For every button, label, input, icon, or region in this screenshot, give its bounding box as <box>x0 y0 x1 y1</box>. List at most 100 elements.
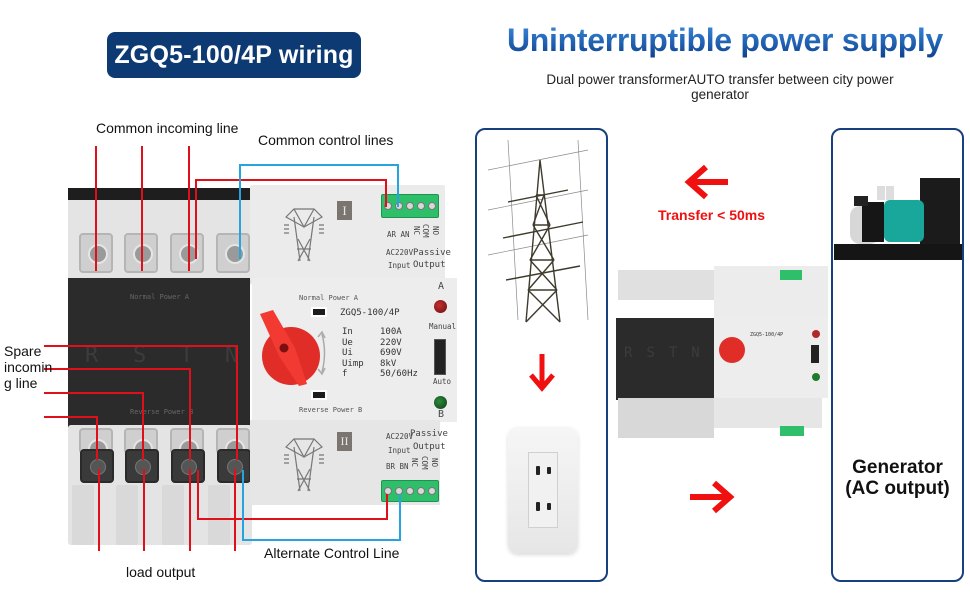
top-pin-no: NO <box>431 226 440 236</box>
terminal-screw <box>405 487 414 495</box>
bottom-output-label: Output <box>413 442 446 452</box>
bottom-screw-r <box>80 449 114 483</box>
breaker-cover <box>68 278 250 430</box>
wire-control-br <box>197 470 388 520</box>
rotate-arrow-icon <box>317 330 326 376</box>
window-b <box>311 390 327 400</box>
wire-control-bn <box>242 470 401 541</box>
wire-spare-1 <box>44 345 238 460</box>
mini-terminal-bottom <box>780 426 804 436</box>
terminal-screw <box>405 202 414 210</box>
generator-label: Generator (AC output) <box>835 457 960 499</box>
top-housing-shadow <box>68 188 252 200</box>
power-tower-icon <box>284 208 324 262</box>
led-a <box>434 300 447 313</box>
mode-auto-label: Auto <box>433 377 452 386</box>
top-passive: Passive <box>413 248 451 258</box>
window-a <box>311 307 327 317</box>
top-pin-com: COM <box>421 224 430 238</box>
top-input-label: Input <box>388 261 411 270</box>
wire-spare-4 <box>44 416 98 460</box>
bottom-passive: Passive <box>410 429 448 439</box>
mini-black-band <box>616 318 716 400</box>
title-badge: ZGQ5-100/4P wiring <box>107 32 361 78</box>
indicator-a-label: A <box>438 281 445 292</box>
mini-led-b <box>812 373 820 381</box>
terminal-screw <box>428 487 437 495</box>
phase-r: R <box>85 343 99 368</box>
bottom-pin-com: COM <box>420 456 429 470</box>
generator-label-line2: (AC output) <box>845 478 950 499</box>
normal-power-label: Normal Power A <box>130 293 190 301</box>
outlet-slot <box>536 502 540 511</box>
arrow-left-icon <box>684 164 728 200</box>
wire-spare-2 <box>44 368 191 460</box>
wire-control-an <box>239 164 399 259</box>
section-1-badge: I <box>337 201 352 220</box>
model-number: ZGQ5-100/4P <box>340 308 400 318</box>
mini-top-housing <box>618 270 714 300</box>
outlet-slot <box>536 466 540 475</box>
mini-top-module <box>714 266 828 316</box>
selector-handle[interactable] <box>255 308 315 393</box>
label-spare-incoming-line: Spare incomin g line <box>4 343 53 391</box>
mini-switch <box>811 345 819 363</box>
housing-leg <box>162 485 184 545</box>
bottom-input-label: Input <box>388 446 411 455</box>
top-input-pins: AR AN <box>387 230 410 239</box>
outlet-slot <box>547 467 551 474</box>
section-2-badge: II <box>337 432 352 451</box>
mini-phase-labels: RSTN <box>624 345 714 361</box>
ups-subtitle: Dual power transformerAUTO transfer betw… <box>546 72 894 102</box>
phase-t: T <box>180 343 194 368</box>
housing-leg <box>72 485 94 545</box>
led-b <box>434 396 447 409</box>
outlet-faceplate <box>528 452 558 528</box>
terminal-screw <box>428 202 437 210</box>
label-common-control-lines: Common control lines <box>258 132 394 148</box>
bottom-pin-nc: NC <box>410 458 419 468</box>
generator-image <box>834 178 962 260</box>
mini-knob <box>719 337 745 363</box>
title-badge-text: ZGQ5-100/4P wiring <box>114 40 354 69</box>
label-common-incoming-line: Common incoming line <box>96 120 239 136</box>
bottom-screw-t <box>171 449 205 483</box>
housing-leg <box>208 485 230 545</box>
bottom-pin-no: NO <box>430 458 439 468</box>
bottom-voltage: AC220V <box>386 432 414 441</box>
wall-outlet <box>508 427 578 553</box>
terminal-screw <box>417 202 426 210</box>
indicator-b-label: B <box>438 409 445 420</box>
label-load-output: load output <box>126 564 196 580</box>
outlet-slot <box>547 503 551 510</box>
bottom-input-pins: BR BN <box>386 462 409 471</box>
bottom-control-terminal <box>381 480 439 502</box>
wire-control-ar <box>195 179 387 259</box>
reverse-power-label: Reverse Power B <box>130 408 194 416</box>
mode-switch[interactable] <box>434 339 446 375</box>
mini-bottom-module <box>714 398 822 428</box>
power-tower-image <box>488 140 589 323</box>
terminal-screw <box>383 202 392 210</box>
face-normal-power: Normal Power A <box>299 294 359 302</box>
top-output-label: Output <box>413 260 446 270</box>
ups-title: Uninterruptible power supply <box>490 22 960 59</box>
mode-manual-label: Manual <box>429 322 457 331</box>
housing-leg <box>116 485 138 545</box>
top-pin-nc: NC <box>412 226 421 236</box>
terminal-screw <box>417 487 426 495</box>
generator-label-line1: Generator <box>852 457 943 478</box>
transfer-time-label: Transfer < 50ms <box>658 207 766 223</box>
arrow-down-icon <box>529 354 555 392</box>
phase-s: S <box>133 343 147 368</box>
mini-model: ZGQ5-100/4P <box>750 332 784 338</box>
top-voltage: AC220V <box>386 248 414 257</box>
label-alternate-control-line: Alternate Control Line <box>264 545 400 561</box>
phase-n: N <box>225 343 239 368</box>
